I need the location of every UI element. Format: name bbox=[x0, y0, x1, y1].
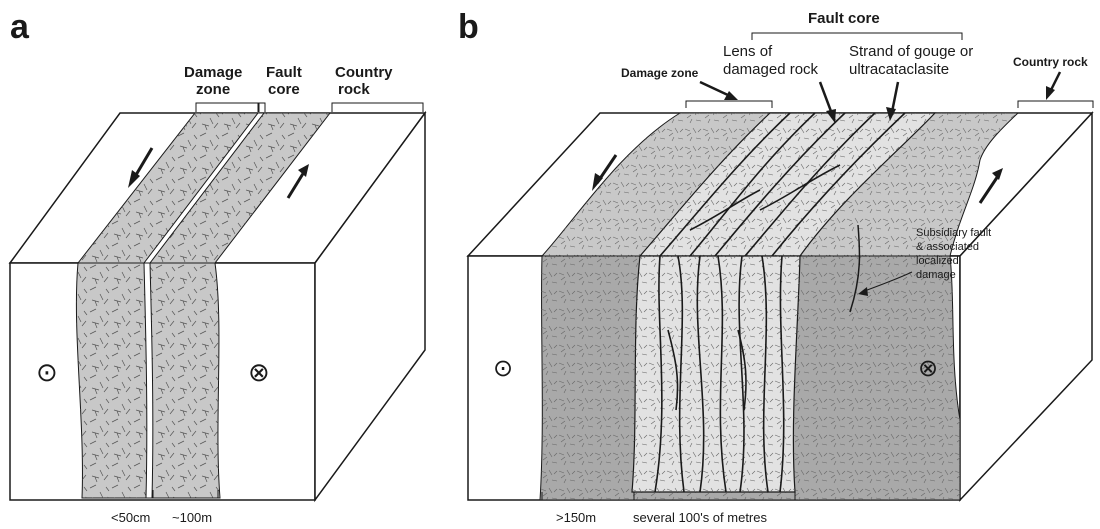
panel-b-subsidiary-label-line2: & associated bbox=[916, 241, 979, 253]
panel-a-country-rock-bracket bbox=[331, 102, 424, 112]
panel-a-damage-width-label: ~100m bbox=[172, 510, 212, 525]
panel-b-country-rock-pointer bbox=[1046, 71, 1062, 100]
panel-b-strand-label-line2: ultracataclasite bbox=[849, 61, 949, 78]
panel-b-core-width-label: several 100's of metres bbox=[633, 510, 767, 525]
panel-a-out-of-page-symbol: ⊙ bbox=[36, 357, 58, 387]
panel-b-country-rock-label: Country rock bbox=[1013, 55, 1088, 69]
panel-b-damage-zone-label: Damage zone bbox=[621, 66, 699, 80]
panel-b-slip-arrow-left bbox=[592, 154, 618, 191]
panel-b-subsidiary-label-line4: damage bbox=[916, 269, 956, 281]
panel-b-lens-label-line1: Lens of bbox=[723, 43, 773, 60]
panel-b-subsidiary-label-line1: Subsidiary fault bbox=[916, 227, 991, 239]
panel-b-core-strands-front bbox=[654, 255, 785, 493]
panel-b-damage-zone-pointer bbox=[699, 80, 738, 100]
panel-b-fault-core-label: Fault core bbox=[808, 10, 880, 27]
panel-a-slip-arrow-left bbox=[128, 147, 154, 188]
panel-b-subsidiary-label-line3: localized bbox=[916, 255, 959, 267]
panel-a-country-rock-label-line1: Country bbox=[335, 64, 393, 81]
panel-a-core-width-bracket bbox=[145, 490, 154, 499]
panel-a-side-face bbox=[314, 110, 426, 503]
panel-a-fault-core-label-line2: core bbox=[268, 81, 300, 98]
panel-a: a ⊙ ⊗ Damage zone Fault core Country bbox=[8, 8, 427, 525]
panel-b-damage-width-label: >150m bbox=[556, 510, 596, 525]
panel-a-damage-zone-label-line1: Damage bbox=[184, 64, 242, 81]
panel-b-letter: b bbox=[458, 8, 479, 46]
panel-b-slip-arrow-right bbox=[978, 168, 1003, 204]
panel-a-core-width-label: <50cm bbox=[111, 510, 150, 525]
panel-a-fault-core-label-line1: Fault bbox=[266, 64, 302, 81]
panel-a-slip-arrow-right bbox=[286, 164, 309, 199]
panel-b-lens-label-line2: damaged rock bbox=[723, 61, 819, 78]
panel-a-damage-zone-bracket bbox=[195, 102, 259, 112]
panel-b-core-strands-top bbox=[659, 112, 906, 257]
panel-b-country-rock-bracket bbox=[1017, 100, 1094, 108]
panel-b-core-width-bracket bbox=[633, 492, 796, 501]
panel-b-damage-zone-bracket bbox=[685, 100, 773, 108]
panel-b-subsidiary-fault bbox=[849, 224, 861, 313]
panel-b-damage-width-bracket bbox=[541, 492, 630, 501]
panel-a-damage-zone-label-line2: zone bbox=[196, 81, 230, 98]
panel-b-into-page-symbol: ⊗ bbox=[918, 355, 938, 382]
panel-b: b bbox=[458, 8, 1094, 525]
panel-a-fault-core-bracket bbox=[258, 102, 266, 112]
panel-b-out-of-page-symbol: ⊙ bbox=[493, 355, 513, 382]
panel-b-strand-label-line1: Strand of gouge or bbox=[849, 43, 973, 60]
panel-a-into-page-symbol: ⊗ bbox=[248, 357, 270, 387]
panel-b-lens-pointer bbox=[818, 81, 836, 123]
panel-a-country-rock-label-line2: rock bbox=[338, 81, 370, 98]
panel-a-damage-width-bracket bbox=[154, 490, 219, 499]
panel-b-fault-core-bracket bbox=[751, 32, 963, 40]
panel-b-strand-pointer bbox=[886, 81, 900, 121]
panel-a-letter: a bbox=[10, 8, 30, 46]
